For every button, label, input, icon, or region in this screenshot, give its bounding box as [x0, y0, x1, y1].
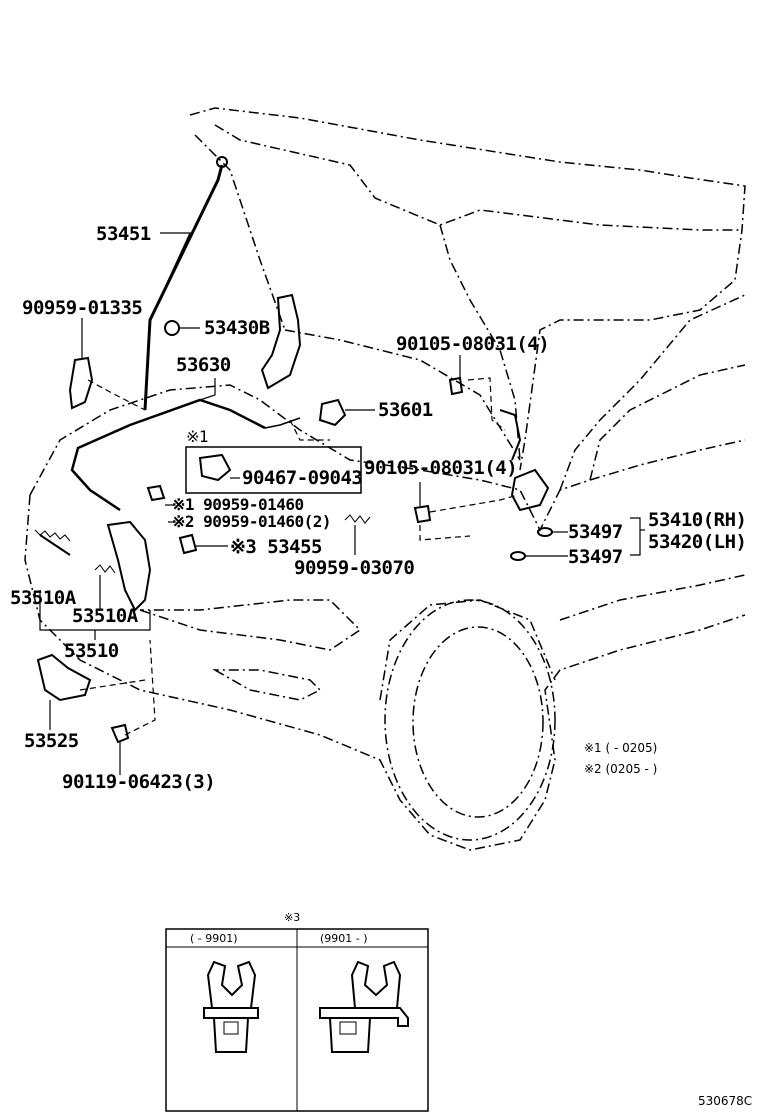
label-90959-01335: 90959-01335	[22, 297, 143, 319]
inset-title: ※3	[284, 911, 301, 924]
label-90959-01460-b: ※2 90959-01460(2)	[172, 512, 332, 531]
reference-lines	[79, 377, 519, 736]
lock-support-53525	[36, 653, 92, 702]
label-90119-06423: 90119-06423(3)	[62, 771, 216, 793]
label-53525: 53525	[24, 730, 79, 752]
hood-hinge-upper	[260, 293, 302, 390]
hood-lock-assembly	[106, 520, 152, 612]
label-90959-03070: 90959-03070	[294, 557, 415, 579]
front-wheel	[379, 599, 556, 841]
washer-53497-a	[537, 527, 553, 537]
label-90105-08031-mid: 90105-08031(4)	[364, 457, 518, 479]
release-cable	[70, 398, 266, 512]
label-90959-01460-a: ※1 90959-01460	[172, 495, 304, 514]
label-90467-09043: 90467-09043	[242, 467, 363, 489]
label-53510a-right: 53510A	[72, 605, 138, 627]
bolt-90119	[110, 723, 130, 744]
label-53430b: 53430B	[204, 317, 270, 339]
note-mark1-range: ※1 ( - 0205)	[584, 741, 658, 755]
inset-right-header: (9901 - )	[320, 932, 368, 945]
hood-hinge-lower	[510, 468, 550, 512]
label-53420: 53420(LH)	[648, 531, 747, 553]
label-53510: 53510	[64, 640, 119, 662]
car-body-outline	[24, 294, 746, 851]
washer-53497-b	[510, 551, 526, 561]
hood-outline	[189, 107, 746, 471]
label-53510a-left: 53510A	[10, 587, 76, 609]
label-53601: 53601	[378, 399, 433, 421]
inset-left-header: ( - 9901)	[190, 932, 238, 945]
inset-box	[165, 928, 429, 1112]
cushion-53601	[318, 398, 347, 427]
label-53630: 53630	[176, 354, 231, 376]
label-53451: 53451	[96, 223, 151, 245]
clip-type-new	[319, 960, 409, 1053]
rod-holder-bracket	[68, 356, 94, 410]
label-90105-08031-top: 90105-08031(4)	[396, 333, 550, 355]
figure-code: 530678C	[698, 1094, 753, 1108]
note-mark2-range: ※2 (0205 - )	[584, 762, 658, 776]
label-mark1: ※1	[186, 427, 209, 446]
label-53410: 53410(RH)	[648, 509, 747, 531]
part-box-90467	[185, 446, 362, 494]
leader-lines	[39, 232, 645, 775]
hood-support-rod	[143, 164, 224, 411]
label-53497-a: 53497	[568, 521, 623, 543]
clip-type-old	[203, 960, 259, 1053]
label-53497-b: 53497	[568, 546, 623, 568]
grommet-53430b	[164, 320, 180, 336]
label-53455: ※3 53455	[230, 536, 323, 558]
clip-53455	[178, 533, 198, 555]
